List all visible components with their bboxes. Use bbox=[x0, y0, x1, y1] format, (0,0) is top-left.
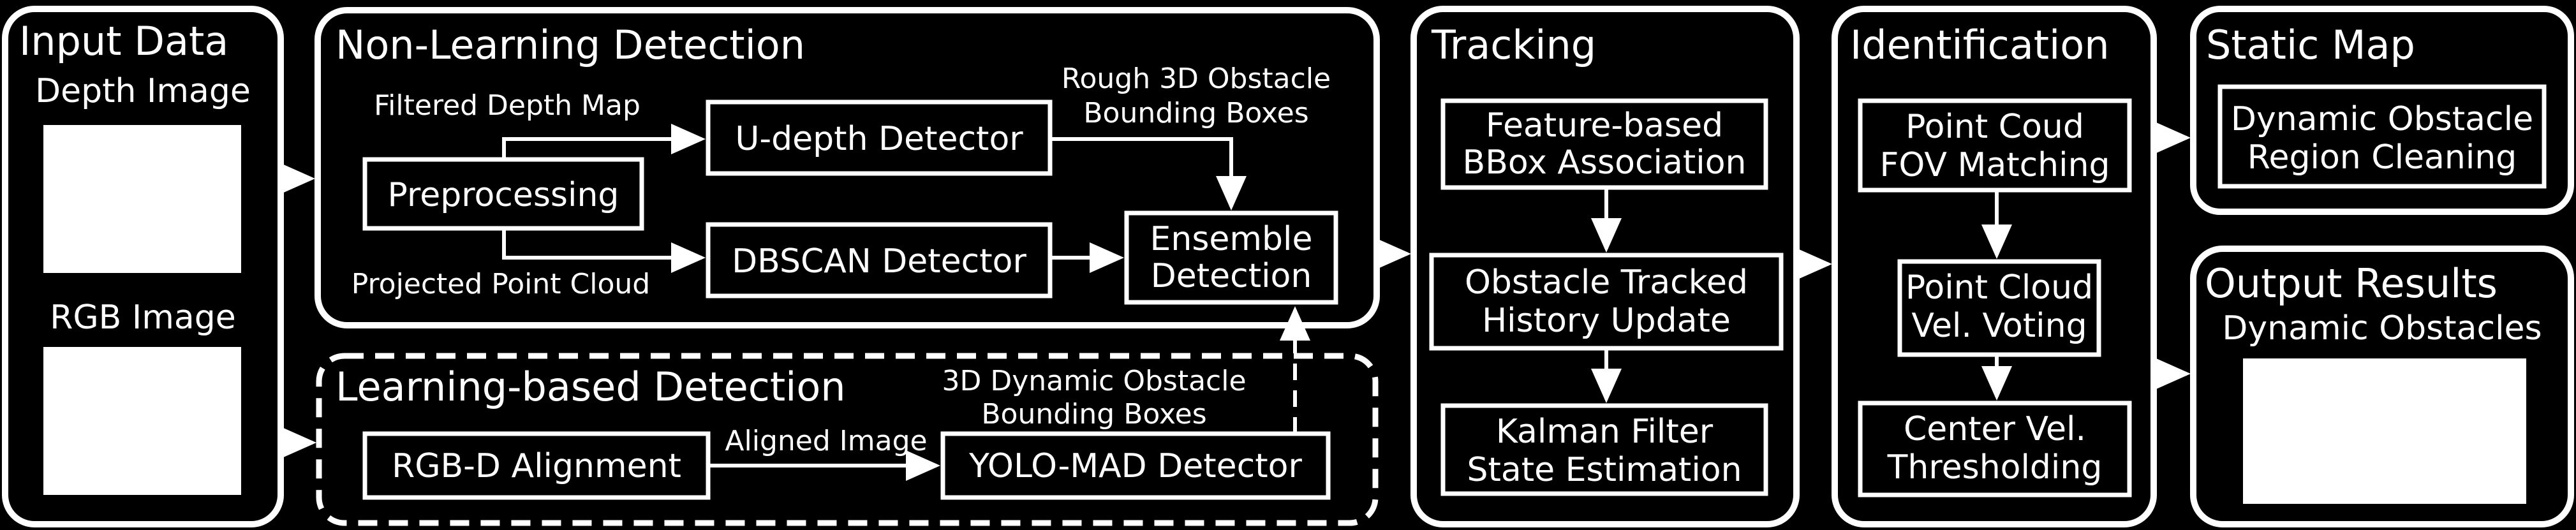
velocity-voting-line1: Point Cloud bbox=[1906, 269, 2093, 307]
non-learning-detection-panel: Non-Learning Detection Filtered Depth Ma… bbox=[315, 7, 1380, 328]
identification-panel: Identification Point Coud FOV Matching P… bbox=[1832, 6, 2157, 527]
feature-association-line1: Feature-based bbox=[1486, 107, 1723, 145]
preprocessing-to-dbscan-arrow bbox=[502, 228, 706, 273]
output-results-panel: Output Results Dynamic Obstacles bbox=[2190, 246, 2574, 527]
velocity-threshold-line2: Thresholding bbox=[1887, 448, 2103, 487]
dynamic-obstacles-placeholder bbox=[2243, 358, 2526, 504]
static-map-title: Static Map bbox=[2206, 22, 2415, 68]
history-update-line1: Obstacle Tracked bbox=[1465, 263, 1748, 302]
feature-association-box bbox=[1440, 98, 1768, 190]
input-data-panel: Input Data Depth Image RGB Image bbox=[2, 6, 284, 527]
rgbd-alignment-label: RGB-D Alignment bbox=[392, 447, 681, 485]
fov-matching-line1: Point Coud bbox=[1906, 108, 2084, 146]
fov-matching-line2: FOV Matching bbox=[1879, 146, 2110, 184]
preprocessing-label: Preprocessing bbox=[388, 176, 619, 214]
preprocessing-to-udepth-arrow bbox=[502, 124, 706, 159]
feature-association-line2: BBox Association bbox=[1463, 144, 1747, 182]
output-results-title: Output Results bbox=[2205, 260, 2498, 307]
depth-image-label: Depth Image bbox=[35, 72, 251, 110]
rgbd-alignment-box bbox=[362, 431, 711, 500]
udepth-to-ensemble-arrow bbox=[1050, 137, 1247, 210]
identification-title: Identification bbox=[1850, 22, 2110, 68]
dbscan-detector-box bbox=[706, 222, 1053, 298]
ensemble-detection-box bbox=[1124, 210, 1338, 305]
dynamic-bbox-label-line1: 3D Dynamic Obstacle bbox=[942, 365, 1246, 397]
yolo-detector-label: YOLO-MAD Detector bbox=[968, 447, 1302, 485]
region-cleaning-box bbox=[2217, 84, 2547, 189]
region-cleaning-line1: Dynamic Obstacle bbox=[2231, 100, 2533, 138]
kalman-filter-box bbox=[1440, 403, 1768, 496]
kalman-filter-line1: Kalman Filter bbox=[1496, 413, 1714, 451]
learning-title: Learning-based Detection bbox=[336, 364, 846, 410]
filtered-depth-map-label: Filtered Depth Map bbox=[374, 89, 640, 122]
learning-frame bbox=[316, 353, 1379, 526]
region-cleaning-line2: Region Cleaning bbox=[2247, 138, 2517, 177]
history-update-line2: History Update bbox=[1482, 302, 1731, 340]
velocity-voting-box bbox=[1897, 259, 2101, 357]
non-learning-title: Non-Learning Detection bbox=[336, 22, 805, 68]
history-update-box bbox=[1429, 253, 1784, 351]
depth-image-placeholder bbox=[43, 125, 241, 273]
ensemble-label-line2: Detection bbox=[1151, 257, 1312, 295]
rgb-image-label: RGB Image bbox=[50, 298, 235, 337]
ensemble-label-line1: Ensemble bbox=[1150, 220, 1313, 258]
rough-bbox-label-line1: Rough 3D Obstacle bbox=[1062, 63, 1331, 95]
dynamic-obstacles-label: Dynamic Obstacles bbox=[2222, 309, 2542, 348]
dbscan-detector-label: DBSCAN Detector bbox=[732, 242, 1026, 281]
fov-matching-box bbox=[1858, 98, 2132, 193]
static-map-panel: Static Map Dynamic Obstacle Region Clean… bbox=[2190, 6, 2574, 215]
aligned-image-label: Aligned Image bbox=[725, 425, 927, 457]
projected-point-cloud-label: Projected Point Cloud bbox=[352, 268, 650, 300]
velocity-threshold-line1: Center Vel. bbox=[1904, 410, 2086, 448]
velocity-voting-line2: Vel. Voting bbox=[1911, 307, 2087, 345]
tracking-panel: Tracking Feature-based BBox Association … bbox=[1410, 6, 1800, 527]
kalman-filter-line2: State Estimation bbox=[1467, 451, 1742, 489]
rgb-image-placeholder bbox=[43, 347, 241, 495]
dynamic-bbox-label-line2: Bounding Boxes bbox=[981, 398, 1206, 431]
udepth-detector-label: U-depth Detector bbox=[735, 120, 1023, 158]
yolo-detector-box bbox=[940, 431, 1331, 500]
rough-bbox-label-line2: Bounding Boxes bbox=[1083, 97, 1308, 129]
velocity-threshold-box bbox=[1858, 401, 2132, 497]
tracking-title: Tracking bbox=[1431, 22, 1596, 68]
learning-detection-panel: Learning-based Detection 3D Dynamic Obst… bbox=[316, 306, 1379, 526]
input-data-title: Input Data bbox=[19, 18, 228, 64]
